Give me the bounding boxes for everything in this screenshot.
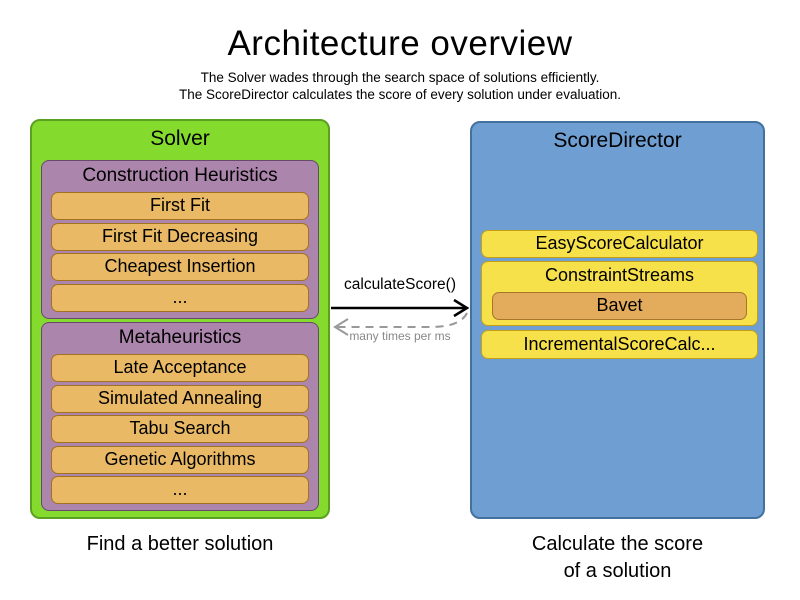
calculator-incremental-score: IncrementalScoreCalc...: [481, 330, 758, 359]
calculator-easy-score: EasyScoreCalculator: [481, 230, 758, 258]
solid-right-arrow: [331, 298, 470, 318]
algorithm-genetic-algorithms: Genetic Algorithms: [51, 445, 309, 474]
algorithm-tabu-search: Tabu Search: [51, 415, 309, 443]
construction-heuristics-group: Construction Heuristics First Fit First …: [41, 160, 319, 319]
dashed-left-arrow: [333, 312, 468, 336]
frequency-label: many times per ms: [349, 329, 451, 343]
diagram-header: Architecture overview The Solver wades t…: [0, 0, 800, 103]
bavet-implementation: Bavet: [492, 292, 747, 320]
algorithm-simulated-annealing: Simulated Annealing: [51, 384, 309, 413]
score-director-box: ScoreDirector EasyScoreCalculator Constr…: [470, 121, 765, 519]
algorithm-late-acceptance: Late Acceptance: [51, 354, 309, 382]
constraint-streams-label: ConstraintStreams: [544, 265, 695, 285]
score-director-title: ScoreDirector: [553, 129, 682, 152]
algorithm-first-fit: First Fit: [51, 192, 309, 220]
subtitle-line-1: The Solver wades through the search spac…: [200, 70, 600, 85]
metaheuristics-group: Metaheuristics Late Acceptance Simulated…: [41, 322, 319, 511]
page-title: Architecture overview: [227, 24, 573, 63]
algorithm-cheapest-insertion: Cheapest Insertion: [51, 253, 309, 281]
calculate-score-label: calculateScore(): [344, 276, 456, 293]
calculator-constraint-streams: ConstraintStreams Bavet: [481, 261, 758, 326]
metaheuristics-label: Metaheuristics: [118, 327, 242, 348]
solver-title: Solver: [150, 127, 210, 150]
construction-heuristics-label: Construction Heuristics: [82, 165, 278, 186]
score-director-caption-line-2: of a solution: [563, 560, 672, 582]
algorithm-mh-ellipsis: ...: [51, 476, 309, 504]
score-director-caption: Calculate the score of a solution: [470, 531, 765, 585]
algorithm-ch-ellipsis: ...: [51, 283, 309, 312]
subtitle-line-2: The ScoreDirector calculates the score o…: [179, 87, 621, 102]
solver-box: Solver Construction Heuristics First Fit…: [30, 119, 330, 519]
calculate-score-arrows: [331, 298, 470, 336]
algorithm-first-fit-decreasing: First Fit Decreasing: [51, 222, 309, 251]
solver-caption: Find a better solution: [86, 533, 274, 555]
score-director-caption-line-1: Calculate the score: [531, 533, 704, 555]
